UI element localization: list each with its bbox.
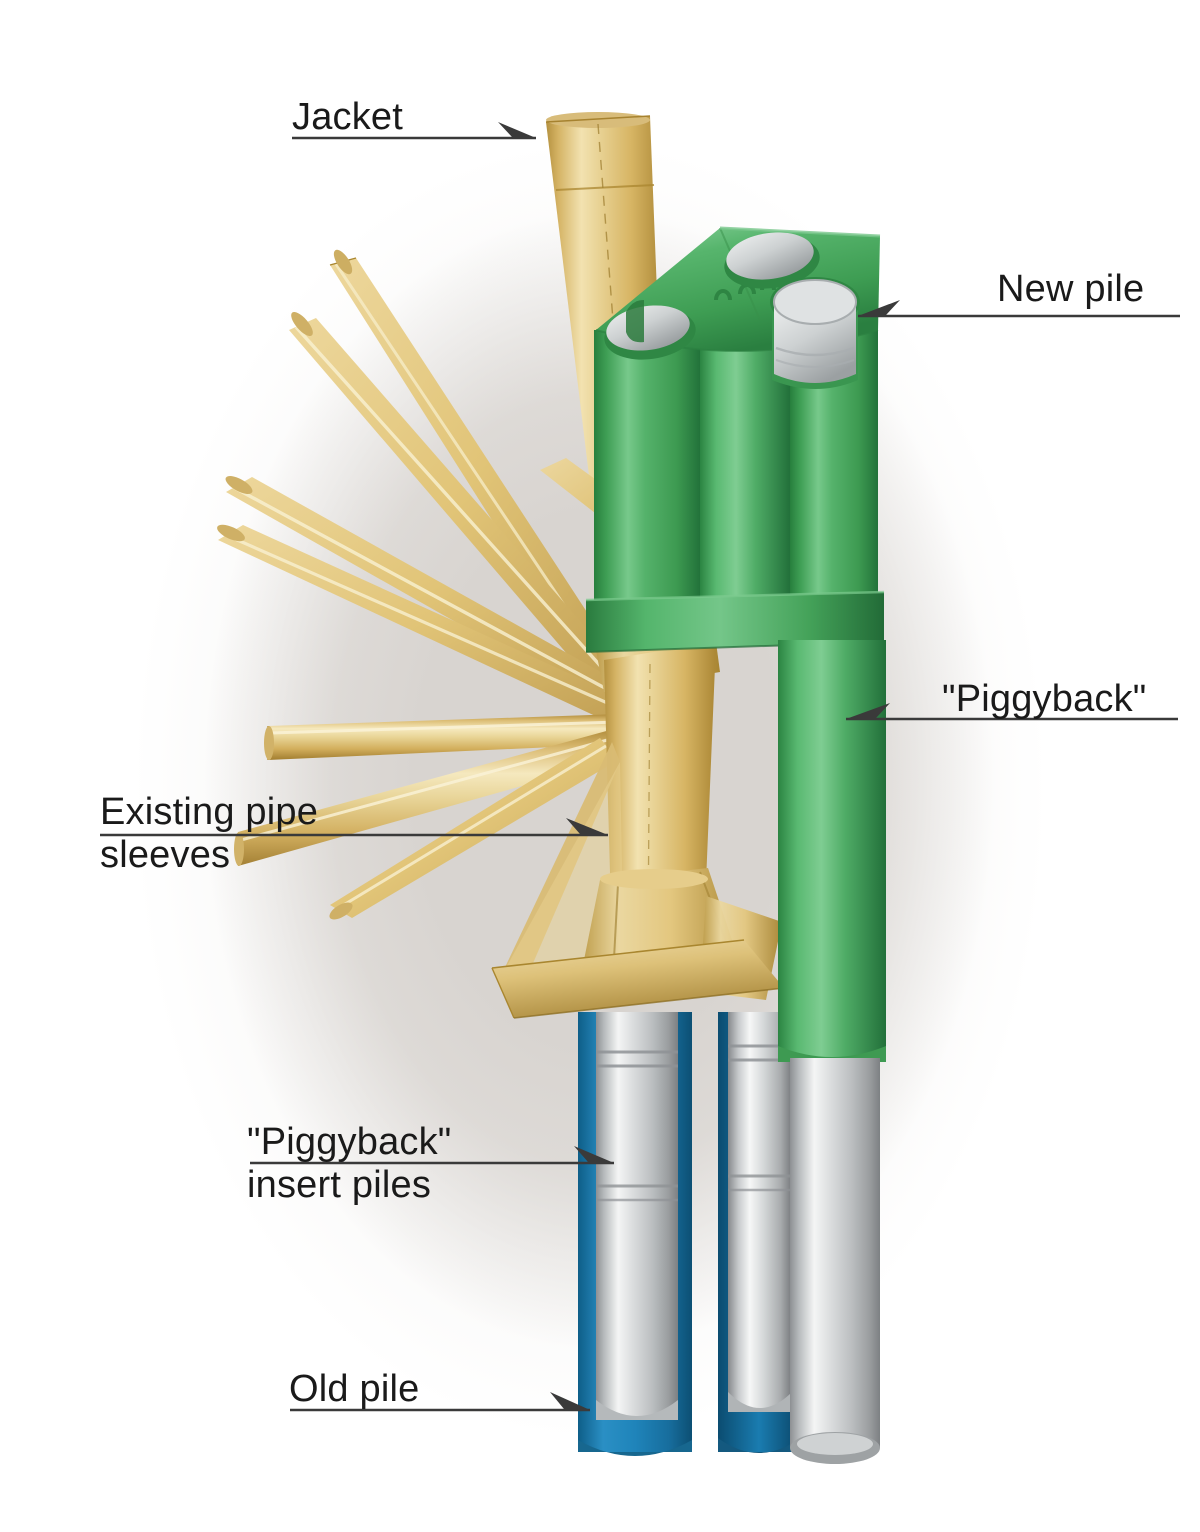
piggyback-upper-body bbox=[594, 318, 878, 628]
new-pile-top bbox=[770, 277, 860, 389]
piggyback-sleeve bbox=[724, 232, 820, 289]
piggyback-lower-shaft bbox=[778, 640, 886, 1062]
piggyback-cap-plate bbox=[595, 226, 881, 389]
piggyback-assembly bbox=[585, 226, 886, 1464]
piggyback-sleeve bbox=[604, 300, 696, 360]
jacket-brace bbox=[329, 738, 618, 920]
leader-piggyback bbox=[846, 703, 1178, 721]
label-piggyback: "Piggyback" bbox=[942, 678, 1147, 720]
jacket-brace bbox=[234, 730, 614, 866]
jacket-brace bbox=[264, 714, 620, 760]
insert-pile bbox=[596, 1012, 678, 1420]
leader-jacket bbox=[292, 122, 536, 140]
jacket-brace bbox=[225, 476, 626, 706]
label-existing-pipe-sleeves: Existing pipe sleeves bbox=[100, 791, 319, 877]
old-pile bbox=[718, 1012, 800, 1453]
jacket-brace bbox=[217, 524, 623, 720]
leader-new-pile bbox=[858, 300, 1180, 318]
insert-pile bbox=[728, 1012, 792, 1412]
label-new-pile: New pile bbox=[997, 268, 1145, 310]
leader-existing-pipe-sleeves bbox=[100, 818, 608, 837]
jacket-brace bbox=[289, 312, 628, 690]
piles-assembly bbox=[578, 1012, 800, 1456]
new-pile-shaft bbox=[790, 1058, 880, 1464]
leader-insert-piles bbox=[250, 1146, 614, 1165]
leader-old-pile bbox=[290, 1392, 590, 1412]
label-old-pile: Old pile bbox=[289, 1368, 420, 1410]
old-pile bbox=[578, 1012, 692, 1456]
label-jacket: Jacket bbox=[292, 96, 404, 138]
jacket-base-plate bbox=[491, 939, 785, 1019]
leader-lines bbox=[100, 122, 1180, 1412]
label-piggyback-insert-piles: "Piggyback" insert piles bbox=[247, 1121, 452, 1207]
